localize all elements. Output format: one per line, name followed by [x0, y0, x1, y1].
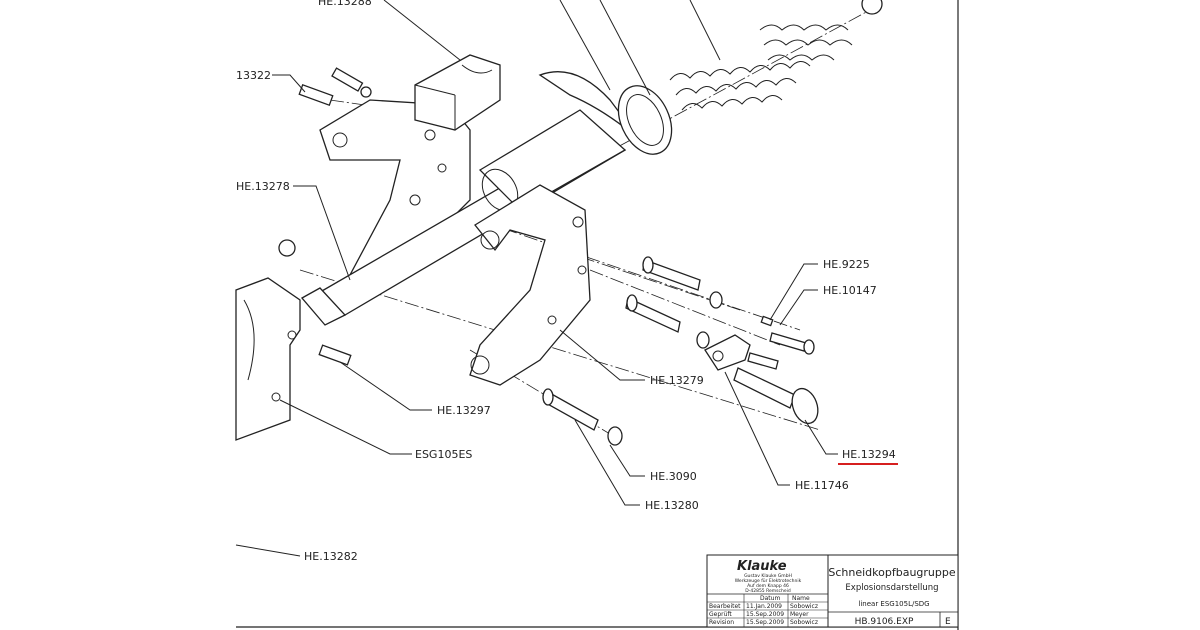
circlip-left — [278, 239, 296, 257]
pin-he-13297 — [318, 344, 352, 366]
company-line-3: Auf dem Knapp 46 — [747, 583, 789, 589]
drawing-number: HB.9106.EXP — [855, 617, 914, 627]
label-he-13294: HE.13294 — [842, 448, 896, 461]
label-esg105es: ESG105ES — [415, 448, 472, 461]
main-shaft — [300, 109, 627, 326]
row-geprueft-label: Geprüft — [709, 611, 732, 618]
bracket-he-13279 — [469, 184, 591, 386]
sheet-letter: E — [945, 617, 951, 627]
clamp-block-he-13288 — [414, 54, 501, 131]
row-geprueft-name: Meyer — [790, 611, 809, 618]
label-he-10147: HE.10147 — [823, 284, 877, 297]
klauke-logo: Klauke — [737, 559, 787, 574]
company-line-1: Gustav Klauke GmbH — [744, 573, 792, 579]
pin-he-10147-group — [625, 294, 710, 349]
label-he-11746: HE.11746 — [795, 479, 849, 492]
label-he-9225: HE.9225 — [823, 258, 870, 271]
company-line-4: D-42855 Remscheid — [745, 588, 791, 594]
drawing-model: linear ESG105L/SDG — [858, 600, 929, 608]
column-name: Name — [792, 595, 810, 602]
bolt-he-13294 — [733, 367, 819, 425]
row-revision-label: Revision — [709, 619, 734, 626]
row-revision-date: 15.Sep.2009 — [746, 619, 784, 626]
label-he-13322: 13322 — [236, 69, 271, 82]
block-he-11746 — [704, 334, 751, 371]
housing-esg105es — [235, 277, 301, 441]
drawing-title: Schneidkopfbaugruppe — [828, 566, 955, 579]
row-bearbeitet-date: 11.Jan.2009 — [746, 603, 782, 610]
label-he-13279: HE.13279 — [650, 374, 704, 387]
label-he-13282: HE.13282 — [304, 550, 358, 563]
leader-lines — [235, 0, 838, 557]
spring-ring — [617, 85, 673, 155]
column-datum: Datum — [760, 595, 780, 602]
label-he-13280: HE.13280 — [645, 499, 699, 512]
drawing-subtitle: Explosionsdarstellung — [845, 583, 938, 593]
row-bearbeitet-label: Bearbeitet — [709, 603, 741, 610]
title-block: Klauke Gustav Klauke GmbH Werkzeuge für … — [706, 554, 959, 628]
pin-he-9225-group — [642, 256, 723, 309]
row-bearbeitet-name: Sobowicz — [790, 603, 818, 610]
pin-he-13280 — [542, 388, 599, 431]
company-line-2: Werkzeuge für Elektrotechnik — [735, 578, 802, 584]
label-he-13297: HE.13297 — [437, 404, 491, 417]
label-he-13288: HE.13288 — [318, 0, 372, 8]
circlip-he-3090 — [607, 426, 623, 446]
compression-springs — [669, 0, 883, 111]
row-revision-name: Sobowicz — [790, 619, 818, 626]
label-he-3090: HE.3090 — [650, 470, 697, 483]
part-labels: HE.13288 13322 HE.13278 HE.9225 HE.10147… — [236, 0, 898, 563]
screws-right — [747, 315, 815, 370]
screw-he-13322 — [298, 67, 372, 107]
row-geprueft-date: 15.Sep.2009 — [746, 611, 784, 618]
label-he-13278: HE.13278 — [236, 180, 290, 193]
